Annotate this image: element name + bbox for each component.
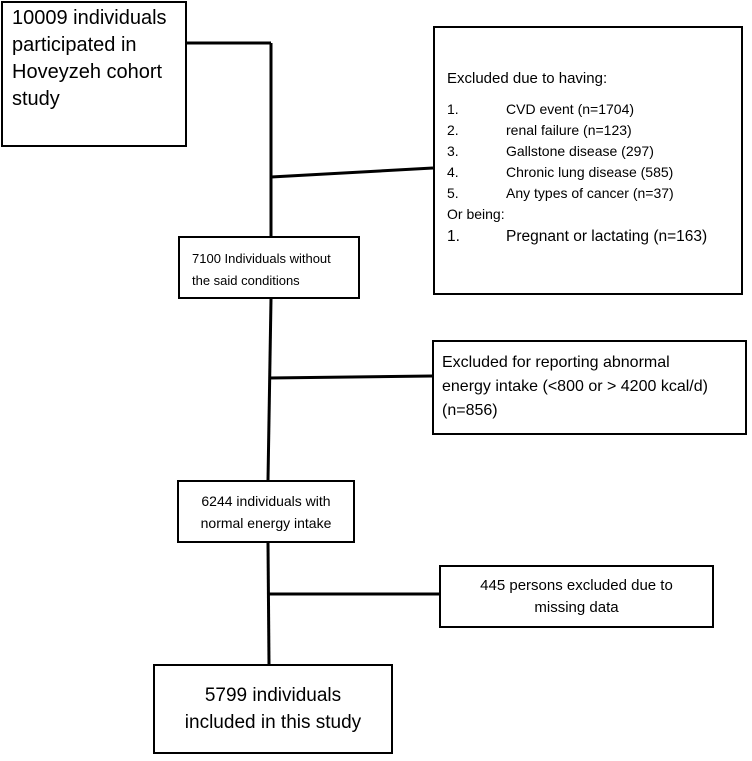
- step2-box: 7100 Individuals without the said condit…: [178, 236, 360, 299]
- step3-box: 6244 individuals with normal energy inta…: [177, 480, 355, 543]
- exclusion2-line-1: Excluded for reporting abnormal: [442, 354, 670, 371]
- connector-trunk-3: [266, 542, 271, 665]
- list-item: 1. Pregnant or lactating (n=163): [447, 228, 708, 245]
- connector-trunk-2: [266, 298, 273, 481]
- exclusion2-line-2: energy intake (<800 or > 4200 kcal/d): [442, 378, 708, 395]
- step2-line-2: the said conditions: [192, 273, 300, 288]
- list-item: 3. Gallstone disease (297): [447, 143, 654, 159]
- exclusion-box-missing: 445 persons excluded due to missing data: [439, 565, 714, 628]
- start-line-3: Hoveyzeh cohort: [12, 61, 163, 83]
- start-box: 10009 individuals participated in Hoveyz…: [1, 1, 187, 147]
- exclusion3-line-1: 445 persons excluded due to: [480, 576, 673, 594]
- final-line-2: included in this study: [184, 712, 362, 733]
- final-line-1: 5799 individuals: [204, 685, 342, 706]
- step3-line-1: 6244 individuals with: [201, 492, 331, 509]
- exclusion-heading: Excluded due to having:: [447, 70, 608, 87]
- connector-branch-exclusion1: [270, 166, 434, 179]
- connector-branch-exclusion2: [268, 374, 433, 380]
- exclusion-box-conditions: Excluded due to having: 1. CVD event (n=…: [433, 26, 743, 295]
- exclusion-box-energy: Excluded for reporting abnormal energy i…: [432, 340, 747, 435]
- exclusion3-line-2: missing data: [534, 598, 619, 616]
- start-line-4: study: [12, 88, 60, 110]
- step2-line-1: 7100 Individuals without: [192, 251, 331, 266]
- final-box: 5799 individuals included in this study: [153, 664, 393, 754]
- start-line-1: 10009 individuals: [12, 7, 167, 29]
- list-item: 2. renal failure (n=123): [447, 122, 632, 138]
- list-item: 4. Chronic lung disease (585): [447, 164, 674, 180]
- list-item: 5. Any types of cancer (n=37): [447, 185, 674, 201]
- exclusion2-line-3: (n=856): [442, 402, 498, 419]
- list-item: 1. CVD event (n=1704): [447, 101, 635, 117]
- start-line-2: participated in: [12, 34, 137, 56]
- step3-line-2: normal energy intake: [200, 514, 332, 531]
- or-being-label: Or being:: [447, 206, 505, 222]
